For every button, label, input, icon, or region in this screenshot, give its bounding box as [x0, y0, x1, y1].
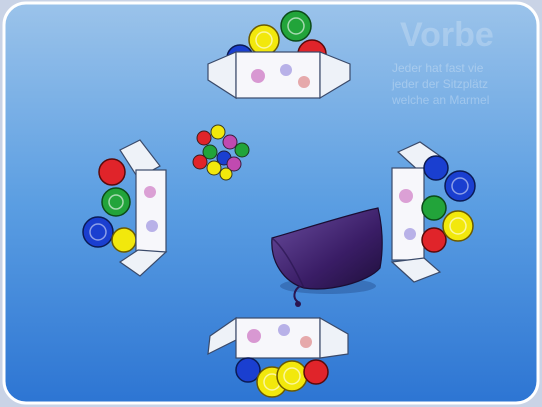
chip	[112, 228, 136, 252]
chip	[304, 360, 328, 384]
background-line-2: jeder der Sitzplätz	[391, 77, 488, 91]
chip	[277, 361, 307, 391]
chip	[422, 228, 446, 252]
background-line-1: Jeder hat fast vie	[392, 61, 484, 75]
chip	[281, 11, 311, 41]
chip	[443, 211, 473, 241]
chip	[102, 188, 130, 216]
background-title: Vorbe	[400, 16, 494, 54]
chip	[83, 217, 113, 247]
chip	[424, 156, 448, 180]
tray-top	[208, 52, 350, 98]
chip	[445, 171, 475, 201]
chip	[249, 25, 279, 55]
background-text: Vorbe Jeder hat fast vie jeder der Sitzp…	[391, 16, 494, 107]
chip	[99, 159, 125, 185]
background-line-3: welche an Marmel	[391, 93, 489, 107]
chip	[422, 196, 446, 220]
chip	[236, 358, 260, 382]
